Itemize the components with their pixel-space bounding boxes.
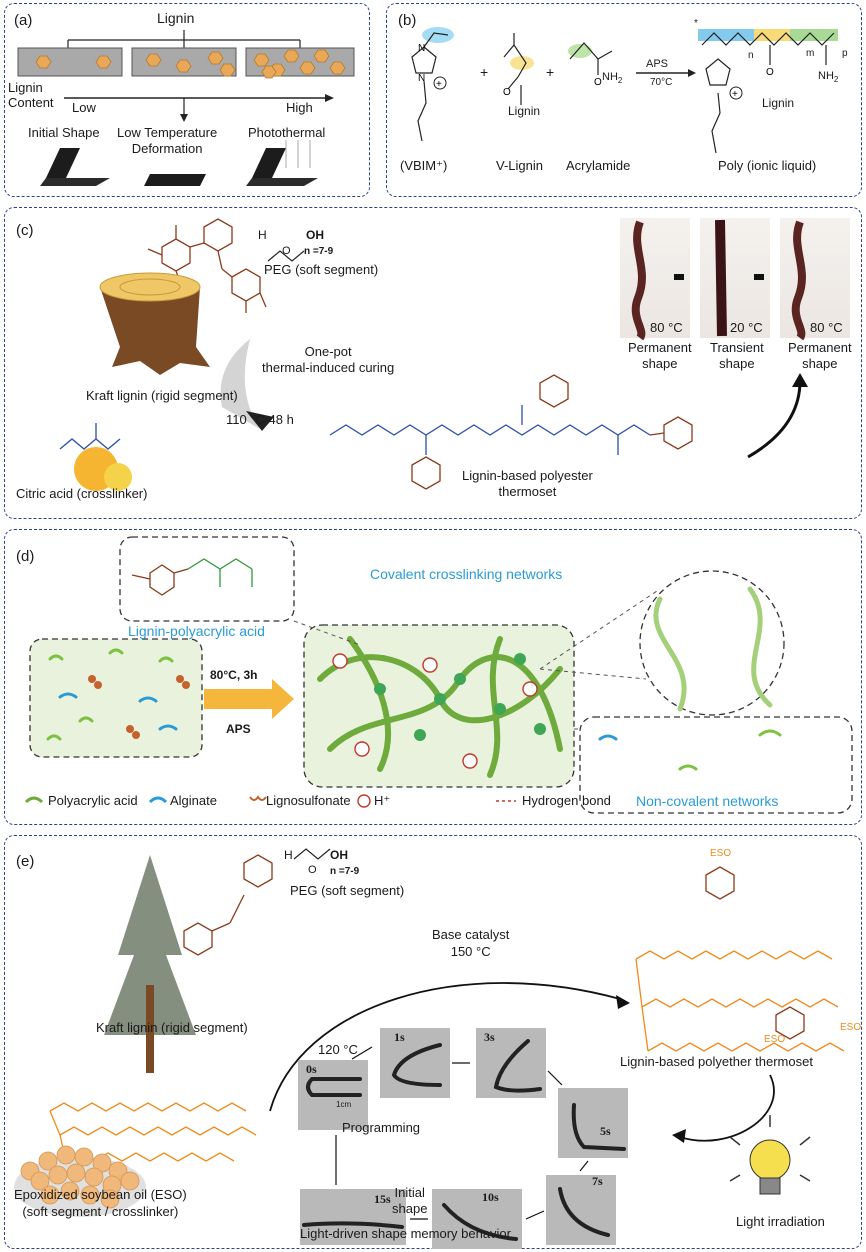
n-label: n bbox=[748, 50, 754, 61]
c-product-caption: Lignin-based polyester thermoset bbox=[462, 468, 593, 499]
d-aps: APS bbox=[226, 722, 251, 736]
state-photothermal: Photothermal bbox=[248, 125, 326, 140]
nh2-group-polymer: NH2 bbox=[818, 70, 839, 85]
e-time-1s: 1s bbox=[394, 1030, 405, 1044]
e-light: Light irradiation bbox=[736, 1214, 825, 1229]
temp-label: 70°C bbox=[650, 77, 673, 88]
e-peg-caption: PEG (soft segment) bbox=[290, 883, 405, 898]
svg-text:N: N bbox=[418, 73, 425, 84]
d-lpa-label: Lignin-polyacrylic acid bbox=[128, 623, 265, 639]
c-process: One-pot thermal-induced curing bbox=[262, 344, 395, 375]
c-temp-1: 80 °C bbox=[650, 320, 683, 335]
caption-acrylamide: Acrylamide bbox=[566, 158, 631, 173]
e-peg-oh: OH bbox=[330, 848, 348, 862]
c-citric-caption: Citric acid (crosslinker) bbox=[16, 486, 148, 501]
svg-text:N: N bbox=[418, 43, 425, 54]
e-product-caption: Lignin-based polyether thermoset bbox=[620, 1054, 813, 1069]
c-peg-caption: PEG (soft segment) bbox=[264, 262, 379, 277]
p-label: p bbox=[842, 48, 848, 59]
plus-sign: + bbox=[480, 64, 489, 80]
svg-text:O: O bbox=[766, 67, 774, 78]
caption-v-lignin: V-Lignin bbox=[496, 158, 543, 173]
panel-a-label: (a) bbox=[14, 12, 33, 29]
kraft-lignin-structure bbox=[59, 218, 808, 491]
hydrogel-network bbox=[24, 536, 853, 814]
e-kraft-caption: Kraft lignin (rigid segment) bbox=[96, 1020, 248, 1035]
polymer-lignin: Lignin bbox=[762, 96, 795, 110]
state-low-temp-deformation: Low Temperature Deformation bbox=[117, 125, 218, 156]
caption-poly-ionic-liquid: Poly (ionic liquid) bbox=[718, 158, 817, 173]
svg-text:O: O bbox=[503, 87, 511, 98]
e-eso-tag-1: ESO bbox=[710, 848, 732, 859]
panel-b bbox=[386, 3, 862, 197]
c-shape-label-3: Permanent shape bbox=[788, 340, 852, 371]
svg-text:O: O bbox=[594, 77, 602, 88]
photo-permanent-2 bbox=[780, 218, 850, 338]
e-peg-h: H bbox=[284, 848, 293, 862]
legend-lignosulfonate: Lignosulfonate bbox=[266, 793, 351, 808]
c-shape-label-1: Permanent shape bbox=[628, 340, 692, 371]
e-time-10s: 10s bbox=[482, 1190, 499, 1204]
panel-d bbox=[4, 529, 862, 825]
c-peg-o: O bbox=[282, 245, 291, 257]
e-behavior: Light-driven shape memory behavior bbox=[300, 1226, 511, 1241]
e-peg-n: n =7-9 bbox=[330, 866, 360, 877]
panel-d-label: (d) bbox=[16, 548, 35, 565]
panel-a bbox=[4, 3, 370, 197]
svg-text:+: + bbox=[732, 89, 738, 100]
e-temp-120: 120 °C bbox=[318, 1042, 358, 1057]
e-time-0s: 0s bbox=[306, 1062, 317, 1076]
plus-sign: + bbox=[546, 64, 555, 80]
state-initial-shape: Initial Shape bbox=[28, 125, 100, 140]
panel-c-label: (c) bbox=[16, 222, 34, 239]
svg-text:+: + bbox=[436, 79, 442, 90]
d-covalent-label: Covalent crosslinking networks bbox=[370, 566, 563, 582]
lignin-header: Lignin bbox=[157, 10, 195, 26]
panel-e-graphics bbox=[14, 848, 845, 1249]
panel-b-label: (b) bbox=[398, 12, 417, 29]
c-shape-label-2: Transient shape bbox=[710, 340, 764, 371]
caption-vbim: (VBIM⁺) bbox=[400, 158, 448, 173]
twisted-strips bbox=[631, 219, 806, 341]
e-time-15s: 15s bbox=[374, 1192, 391, 1206]
legend-h-plus: H⁺ bbox=[374, 793, 391, 808]
e-eso-tag-2: ESO bbox=[840, 1022, 862, 1033]
high-label: High bbox=[286, 100, 313, 115]
panel-e-label: (e) bbox=[16, 853, 35, 870]
e-catalyst: Base catalyst 150 °C bbox=[432, 927, 510, 959]
e-time-5s: 5s bbox=[600, 1124, 611, 1138]
low-label: Low bbox=[72, 100, 96, 115]
lignin-content-label: Lignin Content bbox=[8, 80, 54, 110]
e-eso-caption: Epoxidized soybean oil (ESO) (soft segme… bbox=[14, 1187, 187, 1219]
c-conditions: 110 °C 48 h bbox=[226, 412, 294, 427]
e-initial-shape: Initial shape bbox=[392, 1185, 428, 1216]
d-noncovalent-label: Non-covalent networks bbox=[636, 793, 779, 809]
v-lignin-lignin: Lignin bbox=[508, 104, 541, 118]
lignin-bracket bbox=[17, 30, 355, 186]
star-label: * bbox=[694, 18, 698, 29]
e-time-7s: 7s bbox=[592, 1174, 603, 1188]
legend-polyacrylic-acid: Polyacrylic acid bbox=[48, 793, 138, 808]
aps-label: APS bbox=[646, 58, 669, 70]
legend-hydrogen-bond: Hydrogen bond bbox=[522, 793, 611, 808]
c-temp-2: 20 °C bbox=[730, 320, 763, 335]
e-time-3s: 3s bbox=[484, 1030, 495, 1044]
c-peg-oh: OH bbox=[306, 228, 324, 242]
d-conditions: 80°C, 3h bbox=[210, 668, 258, 682]
c-peg-n: n =7-9 bbox=[304, 246, 334, 257]
panel-c bbox=[4, 207, 862, 519]
e-programming: Programming bbox=[342, 1120, 421, 1135]
c-kraft-caption: Kraft lignin (rigid segment) bbox=[86, 388, 238, 403]
vbim-structure: + N N O O + O bbox=[411, 27, 838, 154]
e-eso-tag-3: ESO bbox=[764, 1034, 786, 1045]
nh2-group: NH2 bbox=[602, 71, 623, 86]
e-scale-bar: 1cm bbox=[336, 1100, 352, 1109]
c-peg-h: H bbox=[258, 228, 267, 242]
m-label: m bbox=[806, 48, 815, 59]
legend-alginate: Alginate bbox=[170, 793, 217, 808]
e-peg-o: O bbox=[308, 864, 317, 876]
c-temp-3: 80 °C bbox=[810, 320, 843, 335]
